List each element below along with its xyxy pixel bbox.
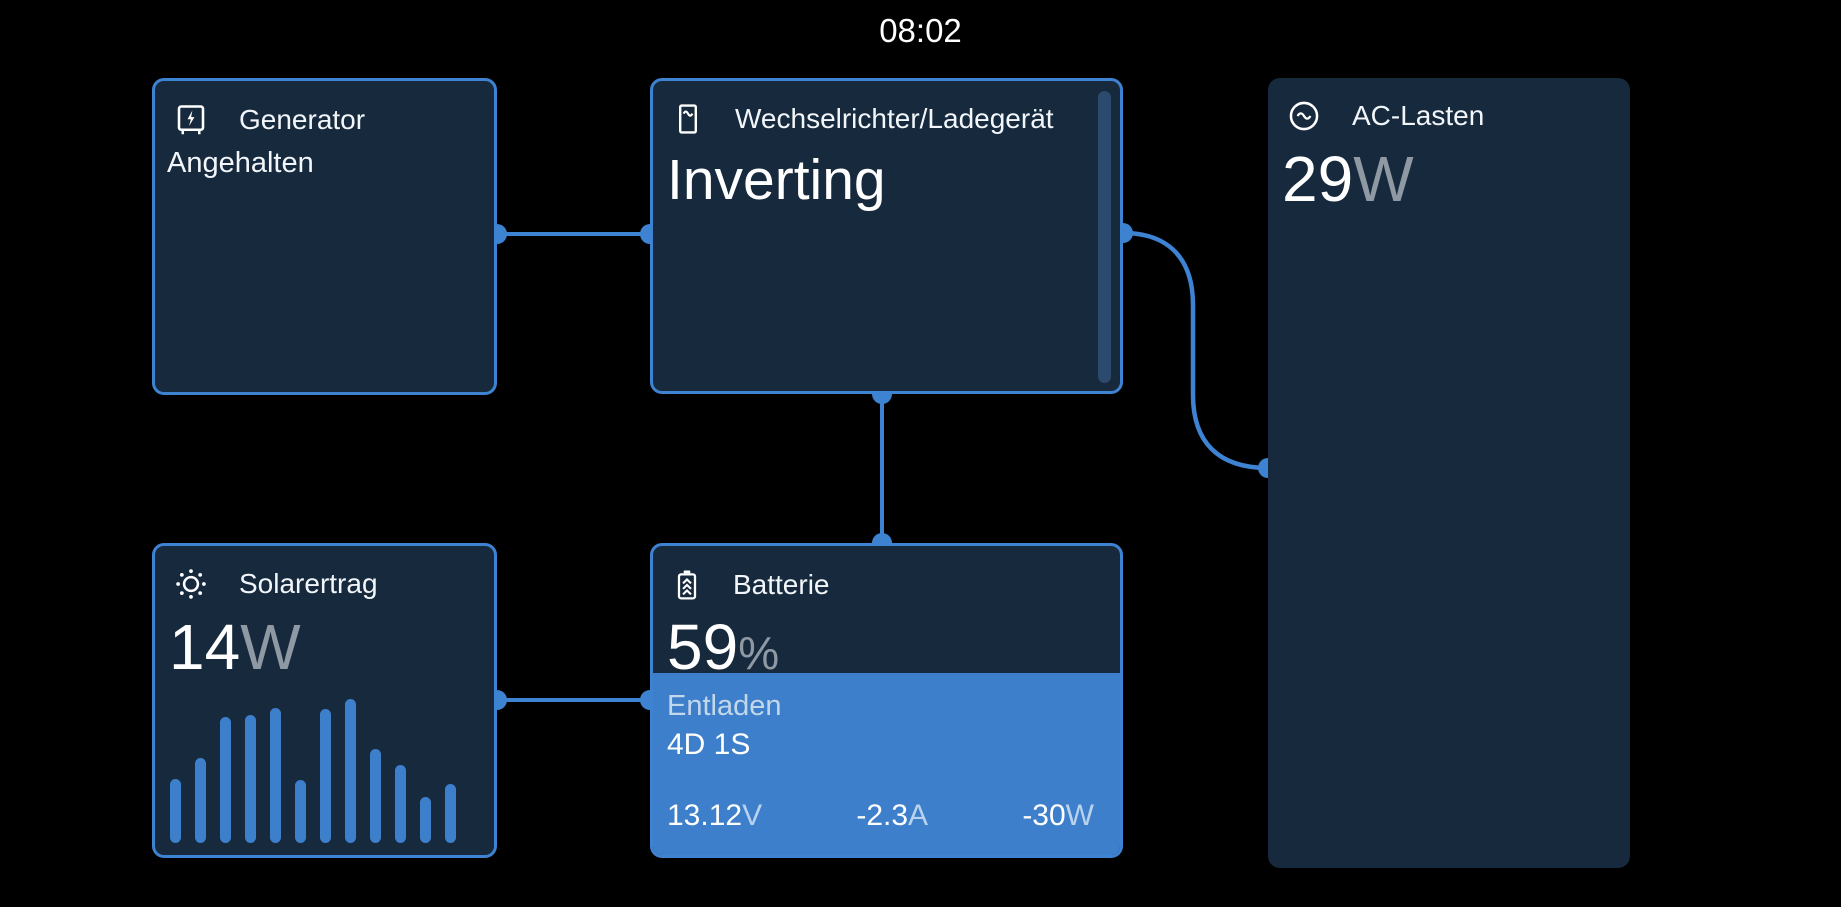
inverter-title: Wechselrichter/Ladegerät — [735, 103, 1054, 134]
battery-state: Entladen — [667, 690, 782, 722]
solar-power-unit: W — [240, 611, 301, 683]
battery-stats-row: 13.12V -2.3A -30W — [653, 799, 1120, 833]
connector-inverter-acloads — [1122, 230, 1269, 471]
battery-soc-value: 59 — [667, 611, 739, 683]
battery-soc-unit: % — [738, 627, 780, 679]
inverter-icon — [671, 101, 705, 137]
battery-time-to-go: 4D 1S — [667, 728, 751, 761]
solar-power: 14 — [169, 611, 241, 683]
ac-loads-tile[interactable]: AC-Lasten 29W — [1268, 78, 1630, 868]
solar-bar-chart — [170, 699, 456, 843]
battery-power: -30W — [1022, 799, 1094, 832]
inverter-scrollbar[interactable] — [1098, 91, 1111, 383]
battery-icon — [671, 566, 703, 604]
battery-title: Batterie — [733, 569, 830, 600]
inverter-tile[interactable]: Wechselrichter/Ladegerät Inverting — [650, 78, 1123, 394]
battery-soc: 59% — [667, 611, 780, 683]
ac-loads-power-unit: W — [1353, 143, 1414, 215]
battery-current: -2.3A — [856, 799, 929, 832]
solar-value: 14W — [169, 611, 301, 683]
generator-status: Angehalten — [167, 147, 314, 179]
generator-tile[interactable]: Generator Angehalten — [152, 78, 497, 395]
battery-tile-header: Batterie — [671, 566, 830, 604]
ac-loads-power: 29 — [1282, 143, 1354, 215]
battery-voltage: 13.12V — [667, 799, 763, 832]
ac-loads-tile-header: AC-Lasten — [1286, 98, 1484, 134]
clock: 08:02 — [879, 12, 962, 49]
battery-fill — [653, 672, 1120, 855]
connector-inverter-battery — [880, 394, 884, 543]
inverter-tile-header: Wechselrichter/Ladegerät — [671, 101, 1054, 137]
ac-loads-value: 29W — [1282, 143, 1414, 215]
connector-generator-inverter — [497, 232, 650, 236]
solar-tile[interactable]: Solarertrag 14W — [152, 543, 497, 858]
ac-loads-title: AC-Lasten — [1352, 100, 1485, 131]
generator-title: Generator — [239, 104, 366, 135]
solar-tile-header: Solarertrag — [173, 566, 378, 602]
sun-icon — [173, 566, 209, 602]
battery-tile[interactable]: Batterie 59% Entladen 4D 1S 13.12V -2.3A… — [650, 543, 1123, 858]
inverter-status: Inverting — [667, 148, 886, 212]
generator-icon — [173, 101, 209, 139]
solar-title: Solarertrag — [239, 568, 378, 599]
connector-solar-battery — [497, 698, 650, 702]
generator-tile-header: Generator — [173, 101, 365, 139]
ac-loads-icon — [1286, 98, 1322, 134]
